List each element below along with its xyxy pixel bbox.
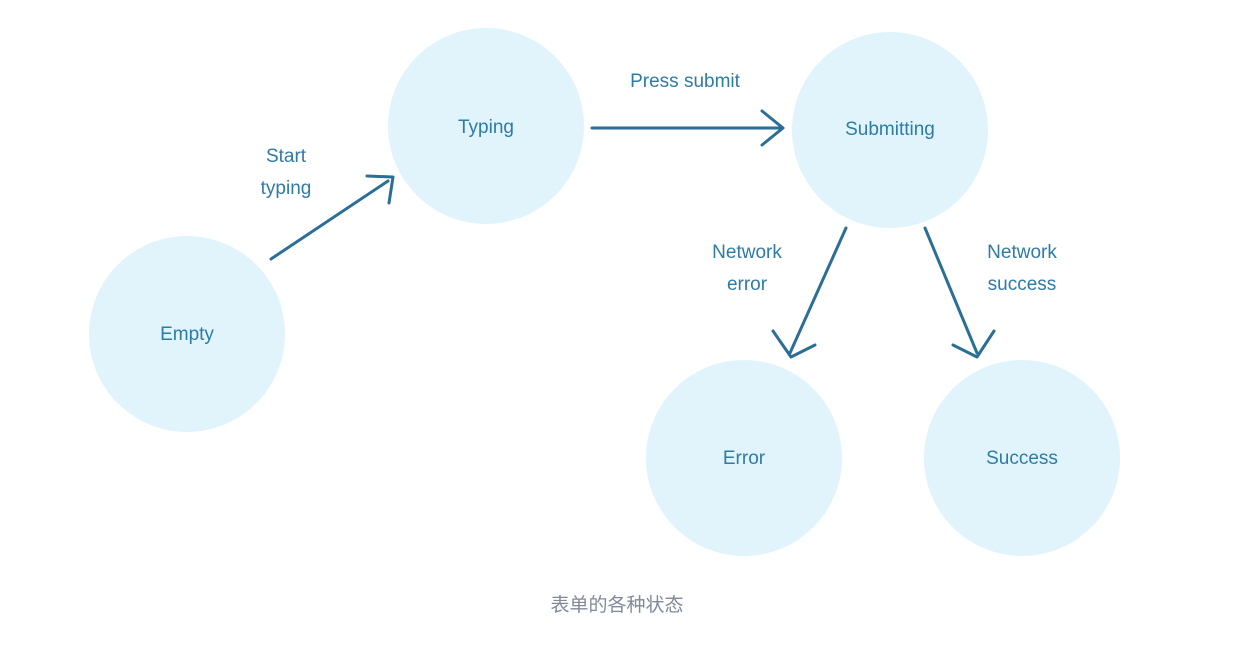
state-node-error[interactable]: Error [646,360,842,556]
network-success-arrow-head [951,329,996,359]
state-label-error: Error [723,448,766,469]
state-node-empty[interactable]: Empty [89,236,285,432]
state-circle-error [646,360,842,556]
network-error-arrow-head [771,329,817,359]
start-typing-arrow-line [269,179,390,261]
state-label-typing: Typing [458,117,514,138]
transition-start-typing[interactable]: Start typing [261,146,395,261]
network-error-label-line2: error [727,274,768,295]
start-typing-label-line2: typing [261,178,312,199]
state-label-success: Success [986,448,1058,469]
press-submit-arrow-head [760,109,785,147]
diagram-caption: 表单的各种状态 [550,594,683,616]
state-circle-typing [388,28,584,224]
network-error-arrow-line [788,226,848,355]
network-error-label-line1: Network [712,242,782,263]
network-success-arrow-line [923,226,979,355]
transition-network-error[interactable]: Network error [712,226,848,359]
start-typing-arrow-head [365,174,395,205]
state-circle-submitting [792,32,988,228]
transition-network-success[interactable]: Network success [923,226,1057,359]
network-success-label-line1: Network [987,242,1057,263]
state-circle-success [924,360,1120,556]
state-node-success[interactable]: Success [924,360,1120,556]
state-node-submitting[interactable]: Submitting [792,32,988,228]
transition-press-submit[interactable]: Press submit [590,71,785,147]
state-circle-empty [89,236,285,432]
network-success-label-line2: success [988,274,1057,295]
state-label-submitting: Submitting [845,119,935,140]
state-node-typing[interactable]: Typing [388,28,584,224]
state-label-empty: Empty [160,324,214,345]
press-submit-label: Press submit [630,71,741,92]
start-typing-label-line1: Start [266,146,307,167]
